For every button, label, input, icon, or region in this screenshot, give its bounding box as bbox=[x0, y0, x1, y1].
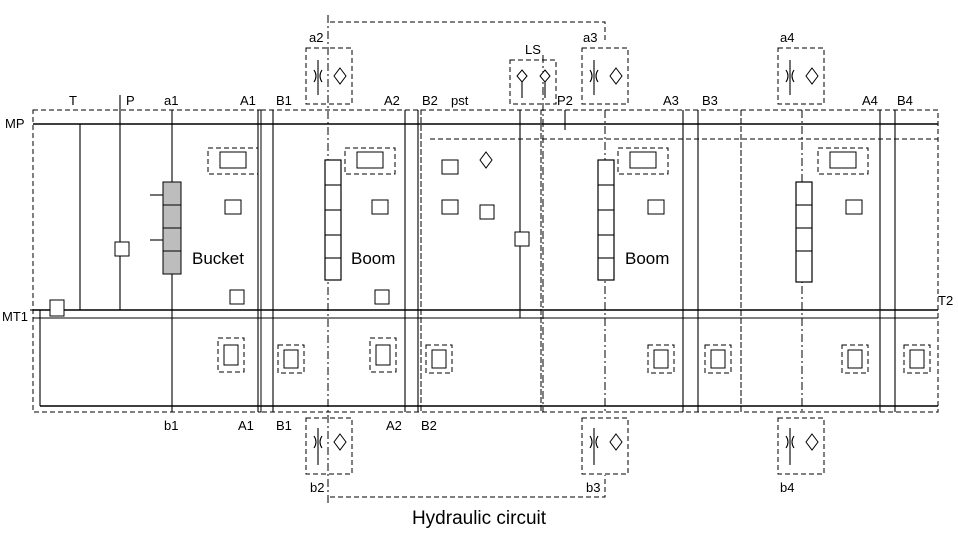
port-box-a4 bbox=[777, 47, 825, 105]
label-b2: b2 bbox=[310, 480, 324, 495]
spool-boom-1 bbox=[324, 159, 342, 281]
label-a3-small: a3 bbox=[583, 30, 597, 45]
label-a1-bot: A1 bbox=[238, 418, 254, 433]
spools bbox=[150, 159, 813, 283]
label-p2: P2 bbox=[557, 93, 573, 108]
label-ls: LS bbox=[525, 42, 541, 57]
section-label-boom-1: Boom bbox=[351, 249, 395, 268]
label-a3: A3 bbox=[663, 93, 679, 108]
section-label-bucket: Bucket bbox=[192, 249, 244, 268]
label-b2-bot: B2 bbox=[421, 418, 437, 433]
label-b1: b1 bbox=[164, 418, 178, 433]
valve-blocks bbox=[49, 147, 869, 317]
spool-boom-2 bbox=[597, 159, 615, 281]
main-lines bbox=[30, 123, 938, 407]
label-b4: b4 bbox=[780, 480, 794, 495]
label-b1-top: B1 bbox=[276, 93, 292, 108]
labels-bottom: b1 A1 B1 A2 B2 b2 b3 b4 bbox=[164, 418, 794, 495]
spool-bucket bbox=[150, 181, 182, 275]
relief-valves bbox=[217, 337, 931, 374]
label-t: T bbox=[69, 93, 77, 108]
port-box-b3 bbox=[581, 417, 629, 475]
label-a2: a2 bbox=[309, 30, 323, 45]
label-a2-top: A2 bbox=[384, 93, 400, 108]
port-box-ls bbox=[509, 59, 557, 105]
label-b3: B3 bbox=[702, 93, 718, 108]
label-a2-bot: A2 bbox=[386, 418, 402, 433]
diagram-caption: Hydraulic circuit bbox=[411, 508, 547, 529]
labels-side: MT1 T2 bbox=[2, 293, 953, 324]
labels-top: MP T P a1 A1 B1 A2 B2 pst P2 A3 B3 A4 B4… bbox=[5, 30, 913, 131]
port-box-b4 bbox=[777, 417, 825, 475]
label-p: P bbox=[126, 93, 135, 108]
valve-housings bbox=[32, 109, 939, 413]
port-box-b2 bbox=[305, 417, 353, 475]
section-label-boom-2: Boom bbox=[625, 249, 669, 268]
label-b2-top: B2 bbox=[422, 93, 438, 108]
label-t2: T2 bbox=[938, 293, 953, 308]
label-b4-port: B4 bbox=[897, 93, 913, 108]
label-b3: b3 bbox=[586, 480, 600, 495]
port-box-a3 bbox=[581, 47, 629, 105]
label-b1-bot: B1 bbox=[276, 418, 292, 433]
label-a4: a4 bbox=[780, 30, 794, 45]
top-pilot-link bbox=[330, 21, 606, 498]
port-boxes bbox=[305, 47, 825, 475]
labels-sections: Bucket Boom Boom bbox=[192, 249, 669, 268]
label-mt1: MT1 bbox=[2, 309, 28, 324]
label-pst: pst bbox=[451, 93, 469, 108]
label-a1: a1 bbox=[164, 93, 178, 108]
spool-4 bbox=[795, 181, 813, 283]
label-a1-top: A1 bbox=[240, 93, 256, 108]
port-box-a2 bbox=[305, 47, 353, 105]
label-mp: MP bbox=[5, 116, 25, 131]
label-a4-port: A4 bbox=[862, 93, 878, 108]
